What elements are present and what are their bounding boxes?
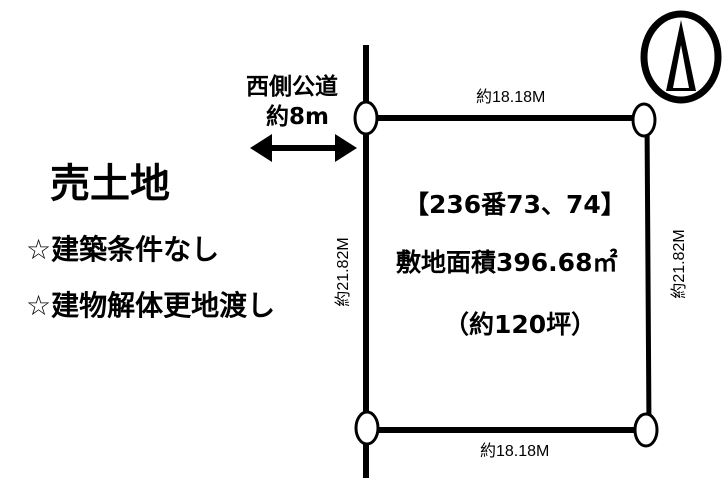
page-title: 売土地	[50, 161, 170, 207]
boundary-marker	[354, 410, 380, 446]
dimension-right: 約21.82M	[671, 229, 688, 299]
dimension-bottom: 約18.18M	[480, 443, 550, 460]
dimension-left: 約21.82M	[335, 237, 352, 307]
road-label: 西側公道	[246, 74, 338, 100]
dimension-top: 約18.18M	[476, 89, 546, 106]
lot-tsubo: （約120坪）	[444, 310, 597, 339]
feature-item: ☆建築条件なし	[26, 233, 220, 266]
boundary-marker	[631, 102, 657, 138]
boundary-marker	[633, 412, 659, 448]
lot-number: 【236番73、74】	[404, 190, 626, 219]
feature-item: ☆建物解体更地渡し	[26, 289, 276, 322]
lot-area: 敷地面積396.68㎡	[396, 248, 618, 277]
north-arrow-icon	[640, 10, 722, 104]
boundary-marker	[353, 100, 379, 136]
road-width: 約8m	[266, 104, 329, 130]
double-arrow-icon	[250, 134, 357, 162]
lot-right-edge	[644, 117, 652, 431]
